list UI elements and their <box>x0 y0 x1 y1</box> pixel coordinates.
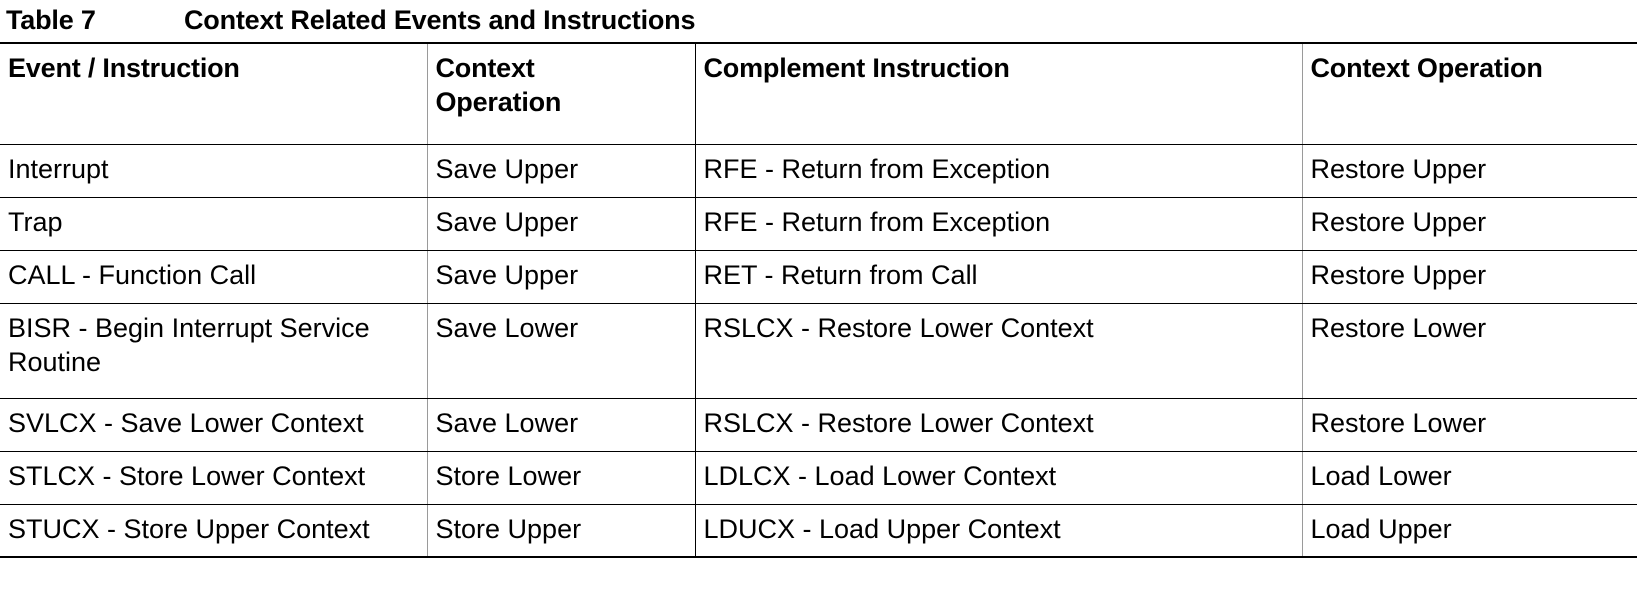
table-row: Trap Save Upper RFE - Return from Except… <box>0 197 1637 251</box>
cell-complement-instruction: RSLCX - Restore Lower Context <box>695 303 1303 399</box>
column-header-event-instruction: Event / Instruction <box>0 43 428 145</box>
cell-complement-instruction: RET - Return from Call <box>695 250 1303 304</box>
cell-context-operation-2: Load Lower <box>1302 451 1637 505</box>
cell-context-operation-1: Save Upper <box>427 144 696 198</box>
cell-event-instruction: SVLCX - Save Lower Context <box>0 398 428 452</box>
cell-context-operation-2: Restore Upper <box>1302 197 1637 251</box>
cell-event-instruction: STUCX - Store Upper Context <box>0 504 428 557</box>
column-header-context-operation-2: Context Operation <box>1302 43 1637 145</box>
cell-context-operation-1: Store Upper <box>427 504 696 557</box>
cell-complement-instruction: RSLCX - Restore Lower Context <box>695 398 1303 452</box>
cell-context-operation-2: Restore Upper <box>1302 144 1637 198</box>
cell-event-instruction: BISR - Begin Interrupt Service Routine <box>0 303 428 399</box>
context-events-table: Event / Instruction Context Operation Co… <box>0 42 1637 558</box>
cell-context-operation-1: Save Lower <box>427 303 696 399</box>
table-row: STLCX - Store Lower Context Store Lower … <box>0 451 1637 505</box>
cell-event-instruction: Trap <box>0 197 428 251</box>
cell-context-operation-1: Save Upper <box>427 250 696 304</box>
cell-event-instruction: STLCX - Store Lower Context <box>0 451 428 505</box>
table-caption: Table 7 Context Related Events and Instr… <box>0 0 1637 42</box>
cell-event-instruction-line1: BISR - Begin Interrupt Service <box>8 312 370 343</box>
column-header-context-operation-1: Context Operation <box>427 43 696 145</box>
table-caption-label: Table 7 <box>6 5 96 35</box>
cell-complement-instruction: LDUCX - Load Upper Context <box>695 504 1303 557</box>
table-caption-title: Context Related Events and Instructions <box>184 5 696 35</box>
table-row: Interrupt Save Upper RFE - Return from E… <box>0 144 1637 198</box>
table-header-row: Event / Instruction Context Operation Co… <box>0 43 1637 145</box>
column-header-context-operation-1-line2: Operation <box>435 87 562 117</box>
cell-context-operation-2: Load Upper <box>1310 513 1452 544</box>
cell-context-operation-2: Restore Lower <box>1302 398 1637 452</box>
cell-complement-instruction: RFE - Return from Exception <box>695 197 1303 251</box>
table-row: STUCX - Store Upper Context Store Upper … <box>0 504 1637 557</box>
column-header-context-operation-1-line1: Context <box>435 53 535 83</box>
cell-context-operation-2: Restore Lower <box>1302 303 1637 399</box>
cell-context-operation-1: Save Upper <box>427 197 696 251</box>
table-row: CALL - Function Call Save Upper RET - Re… <box>0 250 1637 304</box>
table-row: SVLCX - Save Lower Context Save Lower RS… <box>0 398 1637 452</box>
cell-event-instruction: Interrupt <box>0 144 428 198</box>
table-body: Interrupt Save Upper RFE - Return from E… <box>0 144 1637 557</box>
cell-complement-instruction: LDLCX - Load Lower Context <box>695 451 1303 505</box>
table-row: BISR - Begin Interrupt Service Routine S… <box>0 303 1637 399</box>
cell-complement-instruction: RFE - Return from Exception <box>695 144 1303 198</box>
cell-event-instruction: CALL - Function Call <box>0 250 428 304</box>
column-header-complement-instruction: Complement Instruction <box>695 43 1303 145</box>
cell-context-operation-2: Restore Upper <box>1302 250 1637 304</box>
cell-context-operation-1: Store Lower <box>427 451 696 505</box>
cell-context-operation-1: Save Lower <box>427 398 696 452</box>
cell-event-instruction-line2: Routine <box>8 346 102 377</box>
table-head: Event / Instruction Context Operation Co… <box>0 43 1637 145</box>
